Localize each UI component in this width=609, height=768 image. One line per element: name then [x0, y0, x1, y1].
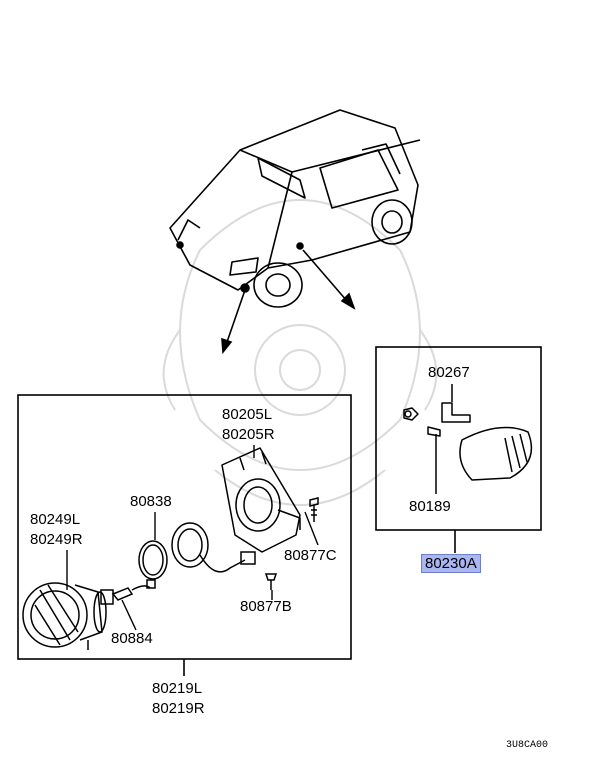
label-80249L: 80249L — [30, 511, 81, 528]
fog-lamp-lens — [22, 582, 107, 650]
label-80205L: 80205L — [222, 406, 273, 423]
screw-80877C — [309, 497, 319, 522]
label-80219L: 80219L — [152, 680, 203, 697]
label-80267: 80267 — [428, 364, 470, 381]
side-marker-assembly-box — [375, 346, 542, 531]
watermark-emblem — [162, 199, 438, 506]
label-80249R: 80249R — [30, 531, 83, 548]
label-80189: 80189 — [409, 498, 451, 515]
gasket-ring — [138, 540, 168, 580]
side-marker-parts — [403, 384, 533, 494]
label-80230A-highlighted[interactable]: 80230A — [421, 554, 481, 573]
mounting-bracket — [221, 447, 301, 553]
label-80838: 80838 — [130, 493, 172, 510]
left-leader-lines — [66, 445, 319, 631]
vehicle-illustration — [169, 109, 421, 308]
screw-80877B — [264, 573, 278, 590]
label-80219R: 80219R — [152, 700, 205, 717]
label-80877C: 80877C — [284, 547, 337, 564]
socket-harness — [171, 522, 256, 573]
label-80884: 80884 — [111, 630, 153, 647]
label-80877B: 80877B — [240, 598, 292, 615]
diagram-code: 3U8CA00 — [506, 740, 549, 751]
fog-bulb — [100, 579, 156, 605]
location-arrows — [221, 249, 356, 355]
label-80205R: 80205R — [222, 426, 275, 443]
